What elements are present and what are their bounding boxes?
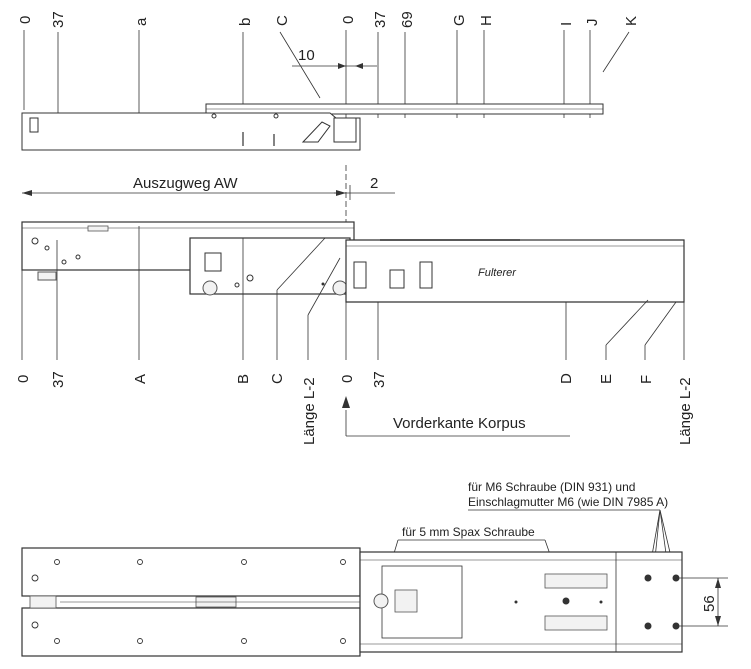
side-front-edge-label: Vorderkante Korpus [393, 415, 526, 432]
top-dim-10: 10 [298, 47, 315, 64]
side-dim-2: 2 [370, 175, 378, 192]
plan-end-block [29, 595, 57, 609]
side-brand-text: Fulterer [478, 267, 517, 279]
side-inner-slot-1 [353, 261, 367, 289]
top-label-I: I [558, 22, 575, 26]
side-outer-hole-1 [31, 237, 39, 245]
side-inner-clip [389, 269, 405, 289]
side-middle-clip [204, 252, 222, 272]
side-label-F: F [638, 375, 655, 384]
side-label-B: B [235, 374, 252, 384]
side-front-edge-arrow [342, 396, 350, 408]
top-label-69: 69 [399, 11, 416, 28]
plan-dim-56: 56 [701, 595, 718, 612]
plan-small-dot-2 [599, 600, 603, 604]
top-hole-2 [273, 113, 279, 119]
top-label-a: a [133, 17, 150, 26]
bottom-view: für M6 Schraube (DIN 931) und Einschlagm… [21, 480, 728, 657]
plan-dim-56-arrow-top [715, 578, 721, 588]
plan-small-dot-1 [514, 600, 518, 604]
top-label-b: b [237, 18, 254, 26]
top-dim-arrow-right [355, 63, 363, 69]
side-roller-1 [202, 280, 218, 296]
top-label-37: 37 [50, 11, 67, 28]
top-label-G: G [451, 14, 468, 26]
plan-slot-lower [544, 615, 608, 631]
top-label-C: C [274, 15, 291, 26]
side-label-37b: 37 [371, 371, 388, 388]
top-dim-arrow-left [338, 63, 346, 69]
top-label-0b: 0 [340, 16, 357, 24]
side-view: Auszugweg AW 2 Fulterer [15, 165, 694, 445]
side-middle-hole-2 [234, 282, 240, 288]
note-m6-line1: für M6 Schraube (DIN 931) und [468, 480, 635, 494]
plan-dim-56-arrow-bottom [715, 616, 721, 626]
side-label-E: E [598, 374, 615, 384]
top-view: 0 37 a b C 0 37 69 G H I J K 10 [17, 11, 640, 151]
plan-spax-hole [373, 593, 389, 609]
top-label-J: J [584, 19, 601, 27]
top-outer-rail [21, 112, 361, 151]
side-label-length-2: Länge L-2 [677, 377, 694, 445]
top-label-H: H [478, 15, 495, 26]
top-lever [301, 121, 331, 143]
top-label-0: 0 [17, 16, 34, 24]
side-roller-2 [332, 280, 348, 296]
plan-upper-holes [31, 559, 346, 582]
plan-slot-upper [544, 573, 608, 589]
side-label-37: 37 [50, 371, 67, 388]
side-label-D: D [558, 373, 575, 384]
side-foot [37, 271, 57, 281]
side-label-A: A [132, 374, 149, 384]
side-outer-hole-2 [44, 245, 50, 251]
plan-spax-hole-2 [562, 597, 570, 605]
side-inner-slot-2 [419, 261, 433, 289]
top-leader-lines [23, 30, 630, 150]
top-catch [333, 117, 357, 143]
side-outer-hole-4 [75, 254, 81, 260]
plan-upper-plate [21, 547, 361, 597]
note-m6-line2: Einschlagmutter M6 (wie DIN 7985 A) [468, 495, 668, 509]
side-label-0b: 0 [339, 375, 356, 383]
side-label-C: C [269, 373, 286, 384]
plan-inner-block [394, 589, 418, 613]
side-label-0: 0 [15, 375, 32, 383]
top-label-K: K [623, 16, 640, 26]
top-label-37b: 37 [372, 11, 389, 28]
plan-m6-hole-3 [644, 622, 652, 630]
plan-lower-holes [31, 621, 346, 644]
top-end-clip [29, 117, 39, 133]
side-leader-lines [21, 226, 685, 360]
side-middle-dot [321, 282, 325, 286]
side-outer-hole-3 [61, 259, 67, 265]
side-travel-arrow-left [22, 190, 32, 196]
note-spax: für 5 mm Spax Schraube [402, 525, 535, 539]
side-outer-tab [87, 225, 109, 232]
side-travel-label: Auszugweg AW [133, 175, 238, 192]
plan-lower-plate [21, 607, 361, 657]
side-label-length-1: Länge L-2 [301, 377, 318, 445]
plan-m6-hole-1 [644, 574, 652, 582]
top-hole-1 [211, 113, 217, 119]
side-middle-hole-1 [246, 274, 254, 282]
